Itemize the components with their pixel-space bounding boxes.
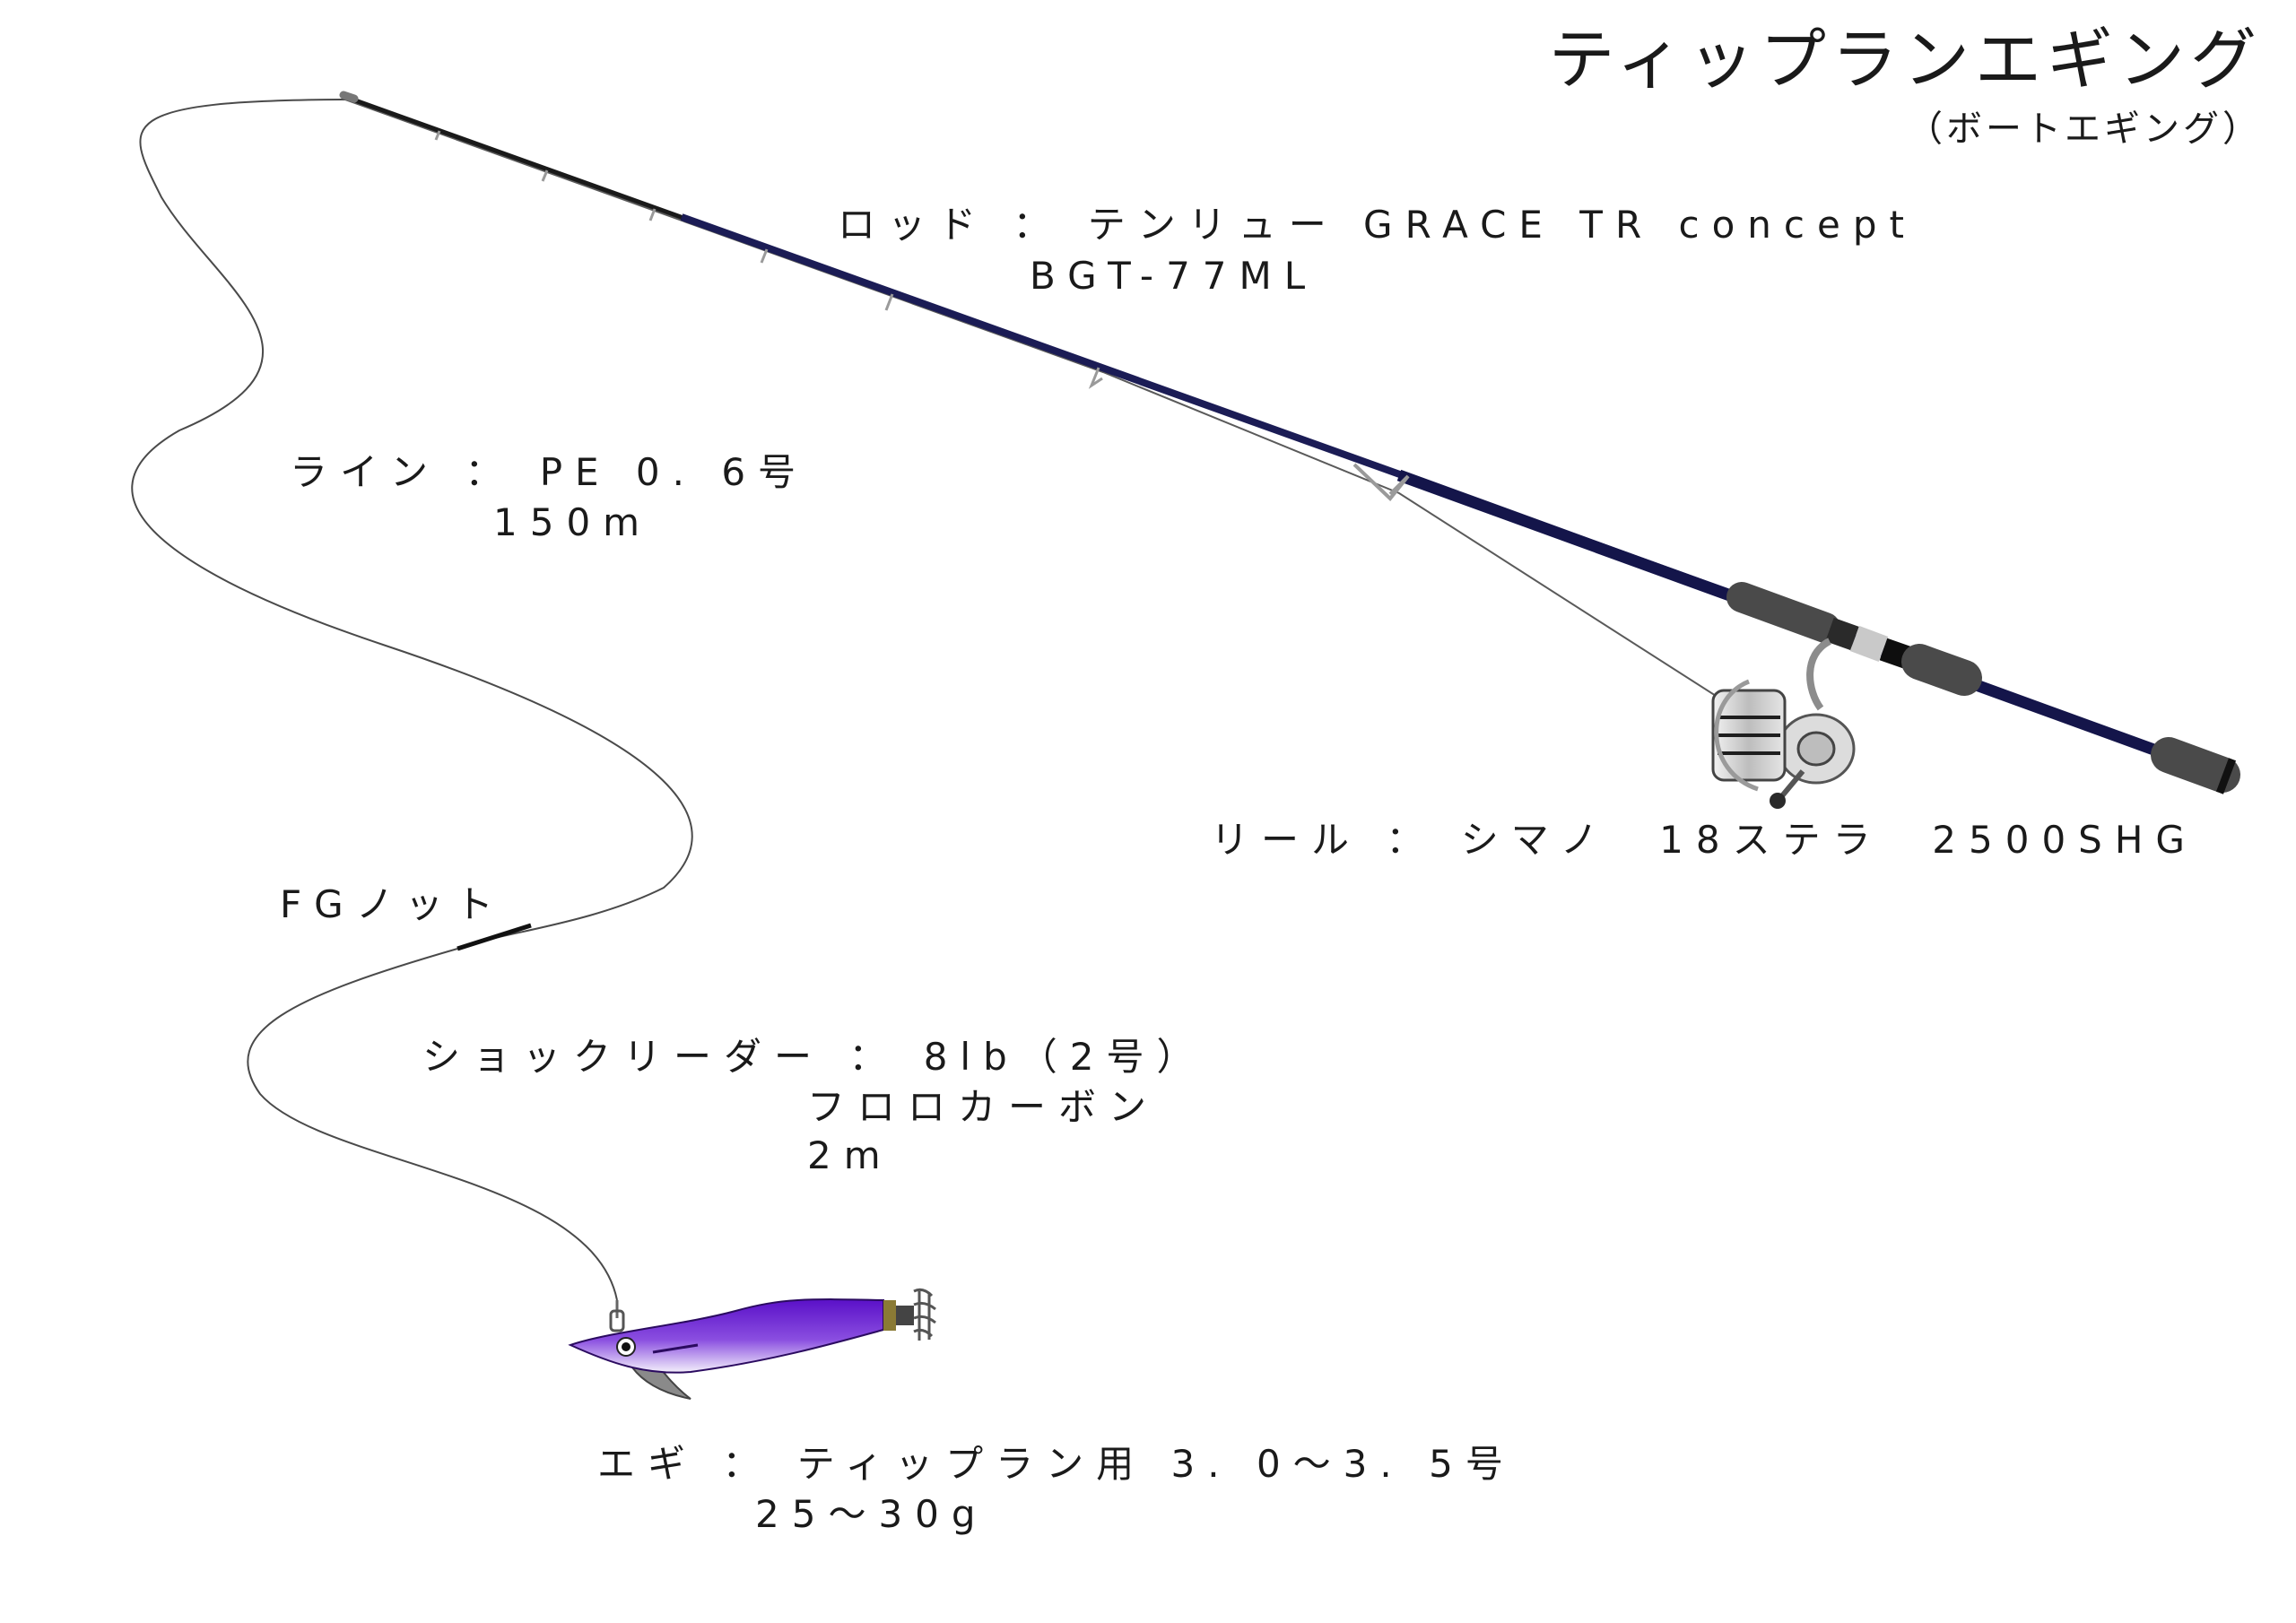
guide-4	[760, 248, 769, 264]
leader-label: ショックリーダー ： 8lb（2号）	[422, 1035, 1207, 1079]
egi-tail-sinker	[883, 1300, 896, 1331]
reel-side-plate	[1796, 731, 1836, 767]
guide-5	[884, 293, 894, 311]
hook-1	[913, 1288, 936, 1338]
leader-material-label: フロロカーボン	[807, 1085, 1160, 1129]
rod-model-label: BGT-77ML	[1030, 254, 1318, 298]
egi-snap-ring	[609, 1309, 625, 1332]
reel-label: リール ： シマノ 18ステラ 2500SHG	[1211, 818, 2197, 862]
rod-guides	[434, 130, 1410, 501]
reel-spool-lines	[1718, 716, 1780, 755]
fore-grip-ring	[1825, 617, 1859, 651]
shock-leader	[247, 948, 618, 1301]
leader-length-label: 2m	[807, 1133, 893, 1177]
egi-pupil	[622, 1342, 631, 1351]
line-through-guides	[344, 99, 1736, 709]
reel	[1711, 638, 1856, 809]
line-label: ライン ： PE 0. 6号	[290, 450, 809, 494]
guide-6	[1088, 367, 1103, 389]
egi-tail-body	[896, 1306, 914, 1325]
guide-1	[434, 130, 441, 141]
rod-label: ロッド ： テンリュー GRACE TR concept	[838, 203, 1917, 247]
egi-jig-hooks	[913, 1288, 936, 1341]
line-length-label: 150m	[493, 500, 653, 544]
guide-2	[541, 169, 549, 182]
reel-stem	[1806, 638, 1832, 711]
reel-handle-arm	[1778, 769, 1805, 800]
egi-weight-label: 25～30g	[755, 1492, 988, 1536]
pe-line	[131, 99, 693, 947]
page-title: ティップランエギング	[1548, 22, 2262, 99]
page-subtitle: （ボートエギング）	[1907, 108, 2262, 150]
egi-lure	[568, 1288, 936, 1400]
knot-label: FGノット	[280, 882, 506, 926]
guide-3	[648, 208, 657, 221]
guide-7	[1352, 463, 1410, 501]
rod	[339, 91, 2240, 794]
fg-knot	[457, 923, 532, 951]
reel-seat	[1849, 625, 1889, 663]
butt-cap	[2151, 737, 2240, 793]
reel-handle-knob	[1770, 793, 1786, 809]
hook-2	[918, 1291, 931, 1341]
butt-end	[2215, 758, 2237, 794]
egi-gill	[652, 1343, 699, 1354]
rear-grip	[1901, 644, 1982, 696]
egi-label: エギ ： ティップラン用 3. 0～3. 5号	[597, 1442, 1516, 1486]
reel-bail	[1714, 679, 1759, 792]
rod-tip-top	[339, 91, 359, 103]
fore-grip	[1726, 582, 1840, 643]
